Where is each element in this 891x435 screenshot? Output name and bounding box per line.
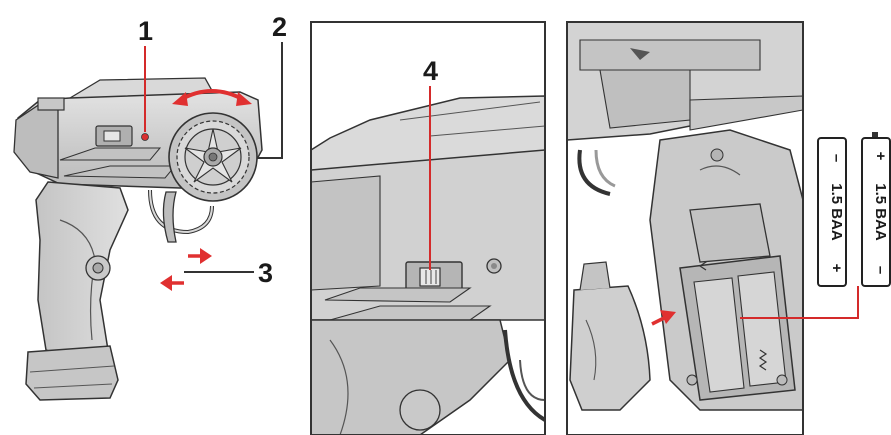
battery-callout-line (740, 286, 859, 319)
battery-1-label: 1.5 BAA (828, 183, 845, 241)
panel-2-frame (310, 21, 546, 435)
power-switch[interactable] (103, 130, 121, 142)
battery-2: + 1.5 BAA – (861, 132, 891, 287)
trigger[interactable] (162, 191, 177, 243)
battery-2-minus: – (872, 266, 889, 274)
battery-1: – 1.5 BAA + (817, 137, 847, 287)
battery-2-label: 1.5 BAA (872, 183, 889, 241)
panel-3-frame (566, 21, 804, 435)
panel-switch-closeup: 4 (310, 21, 546, 435)
volume-dial[interactable] (168, 112, 258, 202)
battery-cover (569, 285, 651, 411)
battery-1-plus: + (828, 264, 845, 273)
callout-2-label: 2 (272, 12, 287, 42)
closeup-power-switch[interactable] (419, 267, 441, 287)
panel-battery-compartment (566, 21, 859, 435)
gun-grip (35, 181, 129, 363)
callout-3-label: 3 (258, 258, 273, 288)
callout-1-label: 1 (138, 16, 153, 46)
callout-4-label: 4 (423, 56, 438, 86)
battery-1-minus: – (828, 154, 845, 162)
panel-gun-overview: 1 2 3 (13, 12, 287, 401)
battery-2-plus: + (872, 152, 889, 161)
led-indicator (141, 133, 149, 141)
callout-2-line (258, 42, 283, 159)
